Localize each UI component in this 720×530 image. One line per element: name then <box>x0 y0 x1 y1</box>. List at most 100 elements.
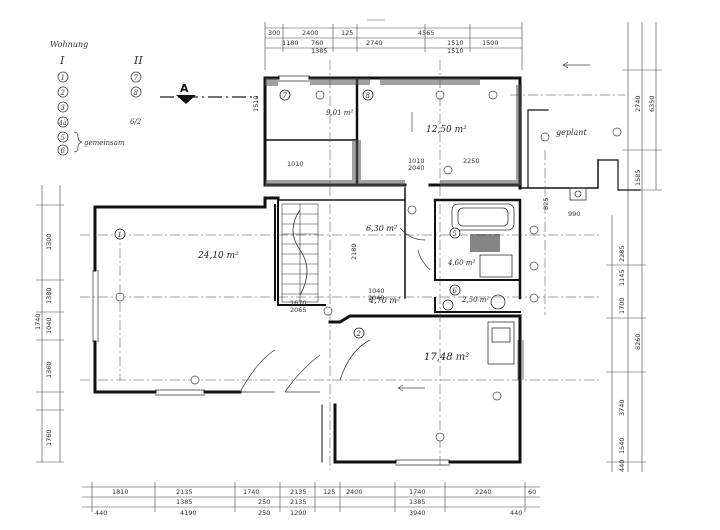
area-wc: 2,50 m² <box>461 296 489 304</box>
dim-label: 2400 <box>302 29 319 37</box>
dim-label: 440 <box>618 460 626 472</box>
dim-label: 440 <box>95 509 107 517</box>
room-number: 2 <box>356 330 362 338</box>
dim-label: 1670 <box>290 299 307 307</box>
dim-label: 2135 <box>290 498 307 506</box>
dim-label: 440 <box>510 509 522 517</box>
windows <box>92 75 524 466</box>
area-lower-right: 17,48 m² <box>424 352 469 363</box>
dim-label: 125 <box>323 488 335 496</box>
dim-label: 2285 <box>618 245 626 262</box>
dimension-inner: 1510 1010 2250 2040 1040 2040 2180 1670 … <box>252 95 580 314</box>
legend-item: 5 <box>61 134 66 142</box>
wall-hatching <box>265 78 522 186</box>
dim-label: 60 <box>528 488 536 496</box>
room-number: 5 <box>453 230 458 238</box>
room-areas: 24,10 m² 9,01 m² 12,50 m² 6,30 m² 4,60 m… <box>197 109 587 363</box>
dim-label: 1760 <box>45 429 53 446</box>
dim-label: 1585 <box>634 169 642 186</box>
dim-label: 1010 <box>408 157 425 165</box>
legend-bracket <box>73 131 83 153</box>
bathtub <box>451 203 515 231</box>
shower-tray <box>479 254 513 278</box>
dim-label: 4190 <box>180 509 197 517</box>
dim-label: 2135 <box>176 488 193 496</box>
section-marker: A <box>160 82 258 104</box>
dim-label: 2240 <box>475 488 492 496</box>
legend-item: 4a <box>58 120 67 127</box>
dimension-left <box>36 185 64 463</box>
dim-label: 760 <box>311 39 323 47</box>
dimension-bottom <box>82 482 540 512</box>
area-living: 24,10 m² <box>197 251 239 261</box>
dim-label: 2400 <box>346 488 363 496</box>
bath-tile-pattern <box>470 234 500 252</box>
dimension-right <box>606 22 662 472</box>
legend-item: 6/2 <box>130 118 142 126</box>
dim-label: 1290 <box>290 509 307 517</box>
dim-label: 2250 <box>463 157 480 165</box>
annex-note: geplant <box>556 128 587 137</box>
sink <box>442 299 454 311</box>
legend-item: 8 <box>134 89 139 97</box>
room-numbers: 2 7 8 5 6 1 <box>114 89 461 339</box>
area-bath: 4,60 m² <box>447 259 475 267</box>
legend-item: 1 <box>61 74 65 82</box>
direction-marks <box>397 61 590 392</box>
dim-label: 2065 <box>290 306 307 314</box>
room-number: 8 <box>366 92 371 100</box>
room-number: 6 <box>453 287 458 295</box>
dim-label: 1510 <box>447 47 464 55</box>
dim-label: 8260 <box>634 333 642 350</box>
dim-label: 1040 <box>45 317 53 334</box>
dim-label: 3740 <box>618 399 626 416</box>
dim-label: 2135 <box>290 488 307 496</box>
dim-label: 1740 <box>409 488 426 496</box>
dim-label: 1010 <box>287 160 304 168</box>
room-number: 7 <box>283 92 288 100</box>
dim-label: 1700 <box>618 297 626 314</box>
dim-label: 1145 <box>618 269 626 286</box>
dim-label: 2040 <box>408 164 425 172</box>
dimension-left-text: 1300 1380 1740 1040 1360 1760 <box>34 233 53 446</box>
dim-label: 4565 <box>418 29 435 37</box>
dimension-right-text: 2740 6350 1585 2285 1145 1700 8260 3740 … <box>618 95 656 472</box>
dim-label: 1300 <box>45 233 53 250</box>
dim-label: 1385 <box>409 498 426 506</box>
dim-label: 250 <box>258 509 270 517</box>
legend-item: 7 <box>134 74 139 82</box>
dim-label: 300 <box>268 29 280 37</box>
dim-label: 1040 <box>368 287 385 295</box>
dim-label: 1540 <box>618 437 626 454</box>
dim-label: 6350 <box>648 95 656 112</box>
dim-label: 1380 <box>45 287 53 304</box>
dim-label: 1810 <box>112 488 129 496</box>
dimension-bottom-text: 1810 2135 1740 2135 125 2400 1740 2240 6… <box>95 488 536 517</box>
dim-label: 3940 <box>409 509 426 517</box>
dim-label: 1500 <box>482 39 499 47</box>
dim-label: 990 <box>568 210 580 218</box>
legend-item: 6 <box>61 147 66 155</box>
staircase <box>281 203 319 303</box>
legend-item: 3 <box>61 104 66 112</box>
legend-col-left-header: I <box>59 54 65 67</box>
dim-label: 1740 <box>243 488 260 496</box>
dim-label: 1180 <box>282 39 299 47</box>
legend-title: Wohnung <box>50 40 88 49</box>
doors <box>239 227 431 393</box>
legend-right-items: 7 8 6/2 <box>130 71 142 126</box>
dimension-top <box>264 19 523 70</box>
room-number: 1 <box>118 231 122 239</box>
legend-item: 2 <box>60 89 66 97</box>
dim-label: 125 <box>341 29 353 37</box>
dimension-top-text: 300 2400 125 2740 4565 1510 1500 1180 76… <box>268 29 499 55</box>
legend-col-right-header: II <box>133 54 143 67</box>
dim-label: 1385 <box>176 498 193 506</box>
area-stair: 6,30 m² <box>366 224 397 233</box>
dim-label: 1510 <box>447 39 464 47</box>
axis-markers <box>115 90 622 442</box>
dim-label: 2740 <box>634 95 642 112</box>
legend-bracket-note: gemeinsam <box>84 139 125 147</box>
toilet <box>490 294 506 310</box>
